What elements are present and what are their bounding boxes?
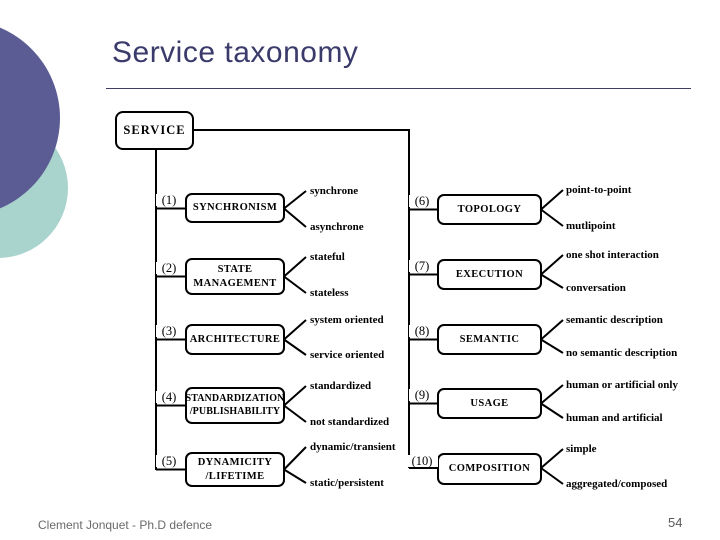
dimension-box-usage: USAGE xyxy=(437,388,542,419)
leaf-dynamic-transient: dynamic/transient xyxy=(310,441,396,453)
leaf-simple: simple xyxy=(566,443,597,455)
leaf-human-and-artificial: human and artificial xyxy=(566,412,663,424)
title-underline xyxy=(106,88,691,89)
leaf-service-oriented: service oriented xyxy=(310,349,385,361)
dimension-number-1: (1) xyxy=(156,194,182,206)
leaf-one-shot-interaction: one shot interaction xyxy=(566,249,659,261)
leaf-standardized: standardized xyxy=(310,380,372,392)
slide-footer: Clement Jonquet - Ph.D defence xyxy=(38,518,213,532)
dimension-box-semantic: SEMANTIC xyxy=(437,324,542,355)
leaf-stateless: stateless xyxy=(310,287,349,299)
leaf-stateful: stateful xyxy=(310,251,345,263)
leaf-conversation: conversation xyxy=(566,282,626,294)
leaf-synchrone: synchrone xyxy=(310,185,359,197)
dimension-box-standardization-publishability: STANDARDIZATION /PUBLISHABILITY xyxy=(185,387,285,424)
dimension-number-4: (4) xyxy=(156,391,182,403)
dimension-number-9: (9) xyxy=(409,389,435,401)
page-title: Service taxonomy xyxy=(112,36,359,69)
service-root-box: SERVICE xyxy=(115,111,194,150)
page-number: 54 xyxy=(668,515,683,530)
leaf-aggregated-composed: aggregated/composed xyxy=(566,478,668,490)
dimension-number-3: (3) xyxy=(156,325,182,337)
dimension-number-7: (7) xyxy=(409,260,435,272)
leaf-asynchrone: asynchrone xyxy=(310,221,364,233)
dimension-box-synchronism: SYNCHRONISM xyxy=(185,193,285,223)
dimension-box-composition: COMPOSITION xyxy=(437,453,542,485)
leaf-point-to-point: point-to-point xyxy=(566,184,632,196)
dimension-box-architecture: ARCHITECTURE xyxy=(185,324,285,355)
dimension-box-dynamicity-lifetime: DYNAMICITY /LIFETIME xyxy=(185,452,285,487)
dimension-number-10: (10) xyxy=(406,455,438,467)
dimension-number-5: (5) xyxy=(156,455,182,467)
dimension-box-topology: TOPOLOGY xyxy=(437,194,542,225)
dimension-box-state-management: STATE MANAGEMENT xyxy=(185,258,285,295)
leaf-static-persistent: static/persistent xyxy=(310,477,384,489)
leaf-mutlipoint: mutlipoint xyxy=(566,220,616,232)
leaf-semantic-description: semantic description xyxy=(566,314,663,326)
leaf-system-oriented: system oriented xyxy=(310,314,384,326)
leaf-not-standardized: not standardized xyxy=(310,416,390,428)
leaf-no-semantic-description: no semantic description xyxy=(566,347,678,359)
dimension-number-8: (8) xyxy=(409,325,435,337)
dimension-number-2: (2) xyxy=(156,262,182,274)
dimension-box-execution: EXECUTION xyxy=(437,259,542,290)
dimension-number-6: (6) xyxy=(409,195,435,207)
leaf-human-or-artificial-only: human or artificial only xyxy=(566,379,678,391)
